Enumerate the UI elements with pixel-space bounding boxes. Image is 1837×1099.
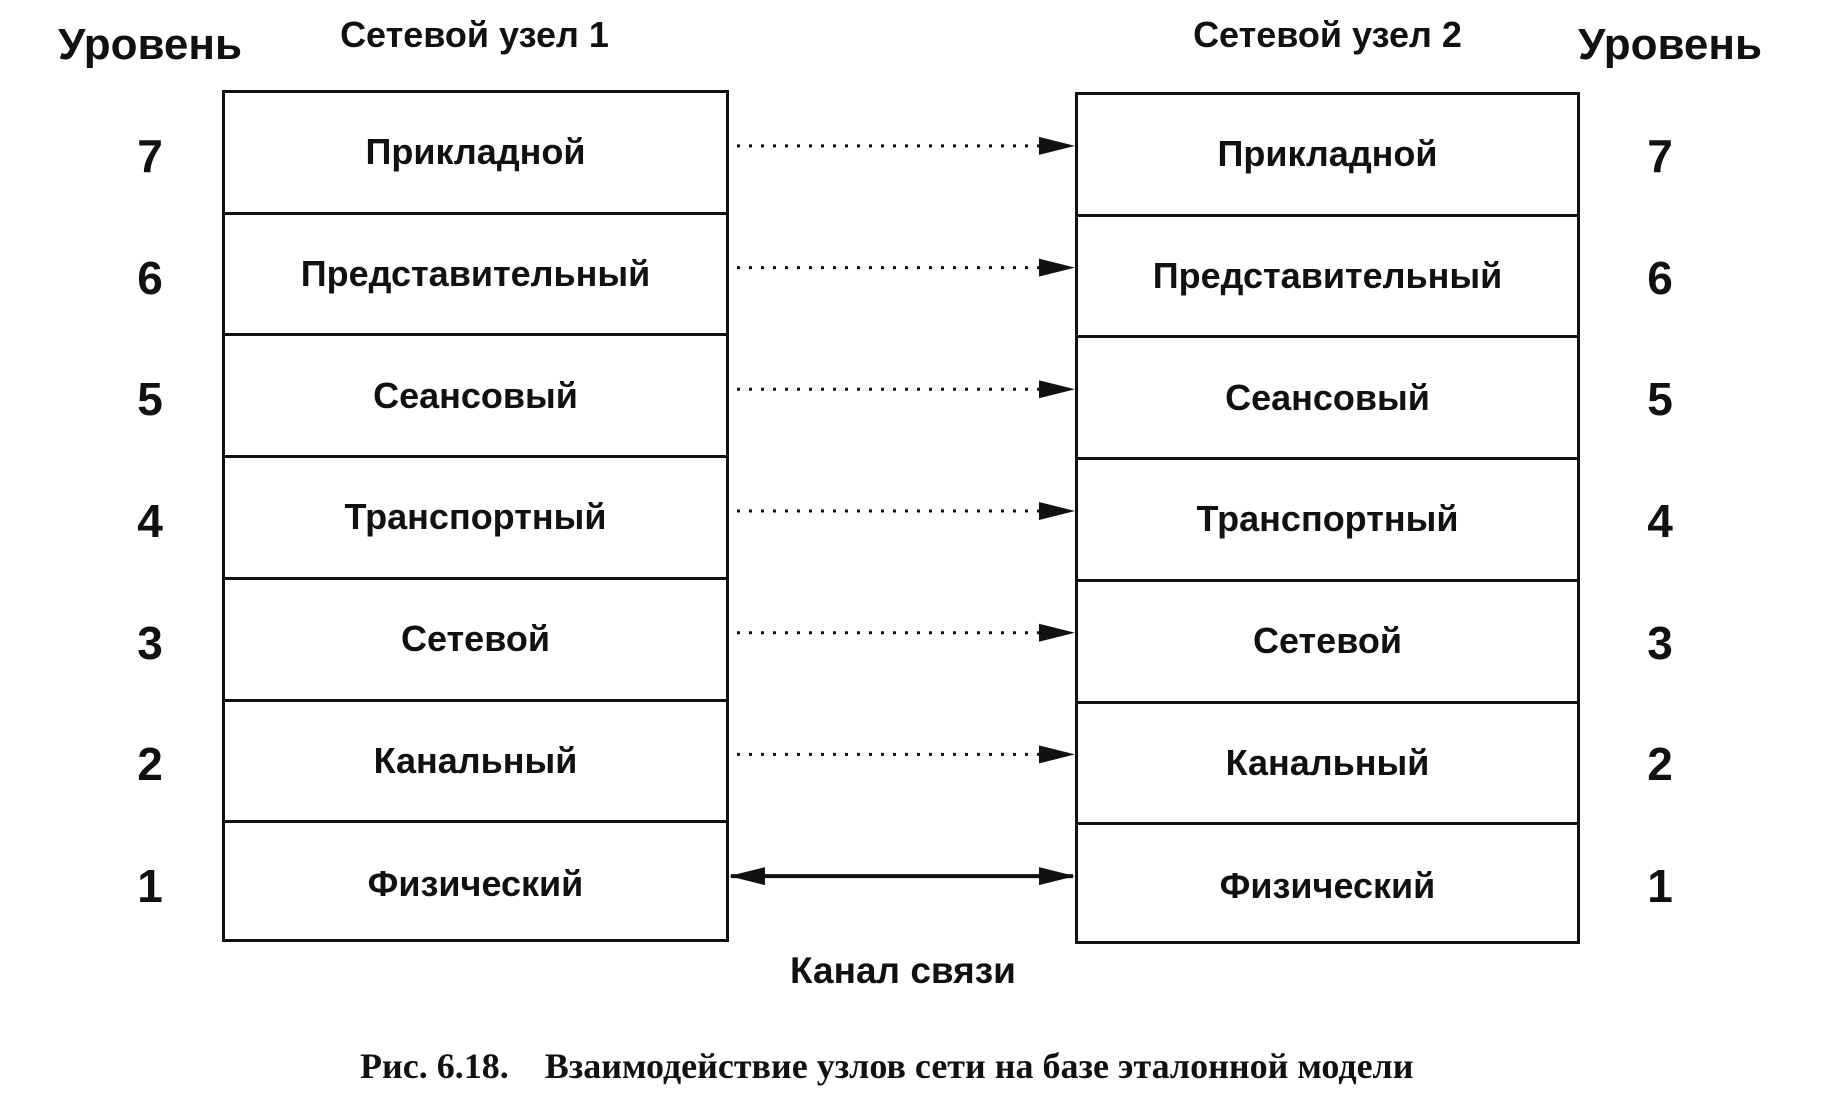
node1-layer-7: Прикладной	[225, 93, 726, 215]
level-header-left: Уровень	[58, 20, 243, 69]
layer-name: Физический	[1219, 865, 1436, 907]
level-number-right-6: 6	[1647, 251, 1673, 304]
node1-layer-4: Транспортный	[225, 458, 726, 580]
layer-name: Канальный	[373, 739, 578, 781]
layer-name: Канальный	[1225, 741, 1430, 783]
node1-layer-2: Канальный	[225, 702, 726, 824]
level-number-left-1: 1	[137, 860, 163, 913]
node2-layer-7: Прикладной	[1078, 95, 1577, 217]
node1-title: Сетевой узел 1	[340, 14, 609, 55]
node1-layer-6: Представительный	[225, 215, 726, 337]
level-number-right-1: 1	[1647, 860, 1673, 913]
layer-name: Транспортный	[344, 496, 607, 538]
figure-caption-text: Взаимодействие узлов сети на базе эталон…	[544, 1046, 1414, 1086]
layer-name: Представительный	[300, 253, 651, 295]
level-number-right-4: 4	[1647, 495, 1673, 547]
layer-name: Сеансовый	[1225, 376, 1430, 418]
node1-layer-3: Сетевой	[225, 580, 726, 702]
level-number-left-3: 3	[137, 616, 163, 669]
layer-name: Транспортный	[1196, 498, 1459, 540]
level-number-right-7: 7	[1647, 129, 1673, 182]
layer-name: Сеансовый	[373, 374, 578, 416]
figure-number: Рис. 6.18.	[360, 1046, 509, 1086]
figure-caption: Рис. 6.18. Взаимодействие узлов сети на б…	[360, 1045, 1413, 1087]
level-number-right-3: 3	[1647, 616, 1673, 669]
node2-title: Сетевой узел 2	[1193, 14, 1462, 55]
layer-name: Представительный	[1152, 255, 1503, 297]
level-number-left-6: 6	[137, 251, 163, 304]
layer-name: Физический	[367, 863, 584, 905]
layer-name: Сетевой	[1253, 620, 1402, 662]
node1-layer-1: Физический	[225, 823, 726, 945]
layer-name: Прикладной	[365, 131, 586, 173]
level-number-right-2: 2	[1647, 738, 1673, 791]
level-number-left-4: 4	[137, 495, 163, 547]
node2-layer-5: Сеансовый	[1078, 338, 1577, 461]
node2-layer-1: Физический	[1078, 825, 1577, 947]
level-number-left-5: 5	[137, 373, 163, 426]
node1-layer-5: Сеансовый	[225, 336, 726, 459]
layer-name: Сетевой	[401, 618, 550, 660]
level-number-left-7: 7	[137, 129, 163, 182]
node2-layer-2: Канальный	[1078, 704, 1577, 826]
node2-layer-4: Транспортный	[1078, 460, 1577, 582]
level-number-right-5: 5	[1647, 373, 1673, 426]
node2-layer-3: Сетевой	[1078, 582, 1577, 704]
node2-layer-6: Представительный	[1078, 217, 1577, 339]
level-number-left-2: 2	[137, 738, 163, 791]
layer-name: Прикладной	[1217, 133, 1438, 175]
level-header-right: Уровень	[1578, 20, 1763, 69]
channel-label: Канал связи	[790, 950, 1016, 991]
